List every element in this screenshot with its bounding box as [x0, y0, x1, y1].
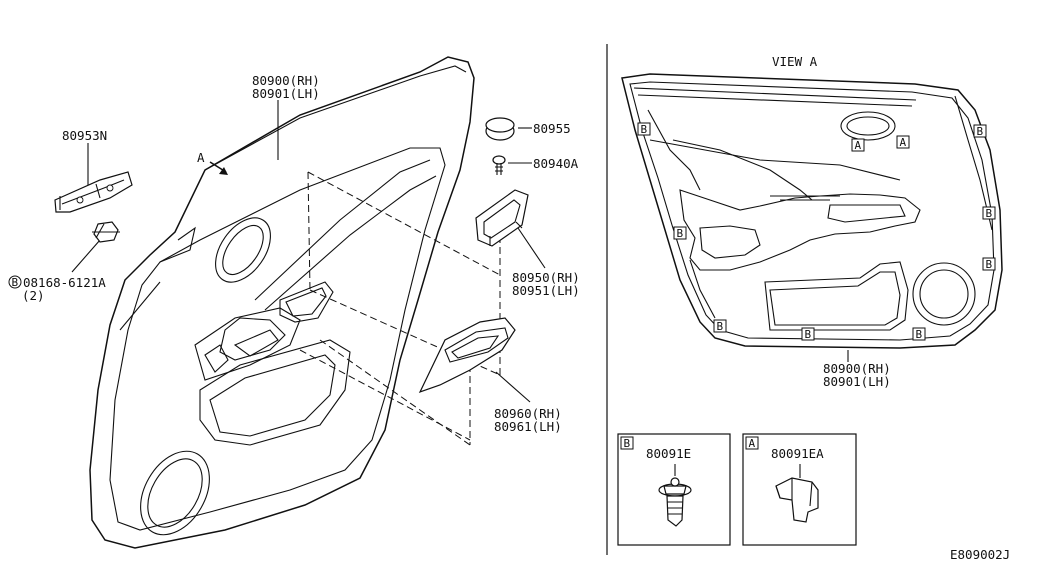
- cap-80955: [485, 117, 515, 141]
- clip-marker-b-8-text: B: [805, 328, 812, 341]
- clip-marker-b-4: [673, 226, 687, 240]
- screw-80940a: [492, 155, 506, 175]
- leader-lines: [71, 100, 849, 403]
- screw-label: 80940A: [533, 156, 579, 171]
- door-trim-panel-illustration: [89, 56, 475, 549]
- switch-finisher-80960: [418, 317, 516, 394]
- pull-handle-80950: [475, 189, 529, 247]
- clip-marker-b-8: [801, 327, 815, 341]
- view-a-panel-label-rh: 80900(RH): [823, 361, 891, 376]
- legend-b-part: 80091E: [646, 446, 691, 461]
- legend-a-part: 80091EA: [771, 446, 824, 461]
- clip-marker-b-4-text: B: [677, 227, 684, 240]
- clip-marker-b-2: [973, 124, 987, 138]
- clip-marker-b-3: [851, 138, 865, 152]
- bolt-label: 08168-6121A: [23, 275, 106, 290]
- diagram-code: E809002J: [950, 547, 1010, 562]
- clip-marker-b-6: [982, 257, 996, 271]
- bolt-08168-6121a: [92, 221, 120, 243]
- panel-label-lh: 80901(LH): [252, 86, 320, 101]
- switch-finisher-rh: 80960(RH): [494, 406, 562, 421]
- bracket-label: 80953N: [62, 128, 107, 143]
- clip-marker-b-3-text: A: [855, 139, 862, 152]
- legend-b-marker: B: [624, 437, 631, 450]
- view-a-panel-illustration: [621, 73, 1003, 349]
- legend-box-b: B 80091E: [617, 433, 731, 546]
- clip-marker-b-7: [713, 319, 727, 333]
- clip-marker-b-6-text: B: [986, 258, 993, 271]
- view-a-title: VIEW A: [772, 54, 818, 69]
- panel-label-rh: 80900(RH): [252, 73, 320, 88]
- bolt-marker-letter: B: [12, 276, 19, 289]
- arrow-a-label: A: [197, 150, 205, 165]
- clip-marker-a-1-text: A: [900, 136, 907, 149]
- clip-marker-a-1: [896, 135, 910, 149]
- clip-marker-b-1: [637, 122, 651, 136]
- clip-marker-b-9-text: B: [916, 328, 923, 341]
- left-labels: 80900(RH) 80901(LH) 80953N B 08168-6121A…: [8, 73, 580, 434]
- clip-marker-b-5-text: B: [986, 207, 993, 220]
- pull-handle-lh: 80951(LH): [512, 283, 580, 298]
- clip-marker-b-7-text: B: [717, 320, 724, 333]
- legend-a-marker: A: [749, 437, 756, 450]
- pull-handle-rh: 80950(RH): [512, 270, 580, 285]
- bolt-marker-circle: [8, 275, 22, 289]
- assembly-dashed-lines: [299, 171, 501, 446]
- view-a-panel-label-lh: 80901(LH): [823, 374, 891, 389]
- clip-marker-b-9: [912, 327, 926, 341]
- view-a-clip-markers: B B A A B B B B B B: [637, 122, 996, 341]
- cap-label: 80955: [533, 121, 571, 136]
- clip-marker-b-1-text: B: [641, 123, 648, 136]
- switch-finisher-lh: 80961(LH): [494, 419, 562, 434]
- bracket-80953n: [54, 171, 133, 213]
- bolt-qty: (2): [22, 288, 45, 303]
- clip-marker-b-2-text: B: [977, 125, 984, 138]
- view-a-arrow: A: [197, 150, 228, 175]
- clip-marker-b-5: [982, 206, 996, 220]
- legend-box-a: A 80091EA: [742, 433, 857, 546]
